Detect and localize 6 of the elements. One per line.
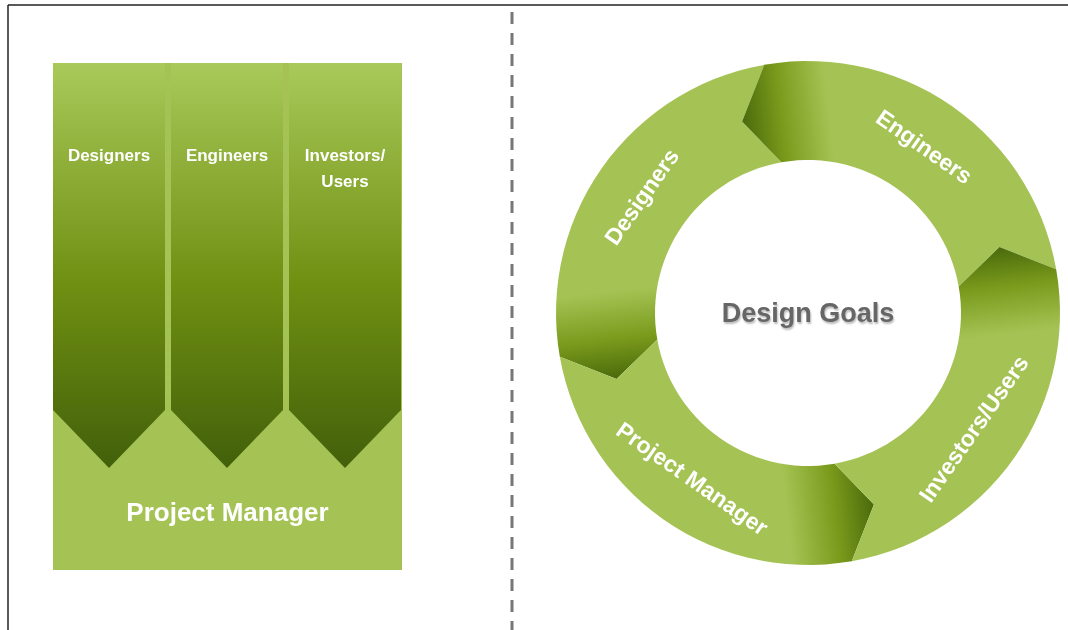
panel-label: Project Manager (125, 497, 330, 528)
column-label: Investors/ Users (303, 145, 387, 193)
center-label: Design Goals (721, 297, 895, 329)
role-panel (53, 63, 402, 570)
column-label: Designers (66, 145, 152, 167)
column-label: Engineers (184, 145, 270, 167)
